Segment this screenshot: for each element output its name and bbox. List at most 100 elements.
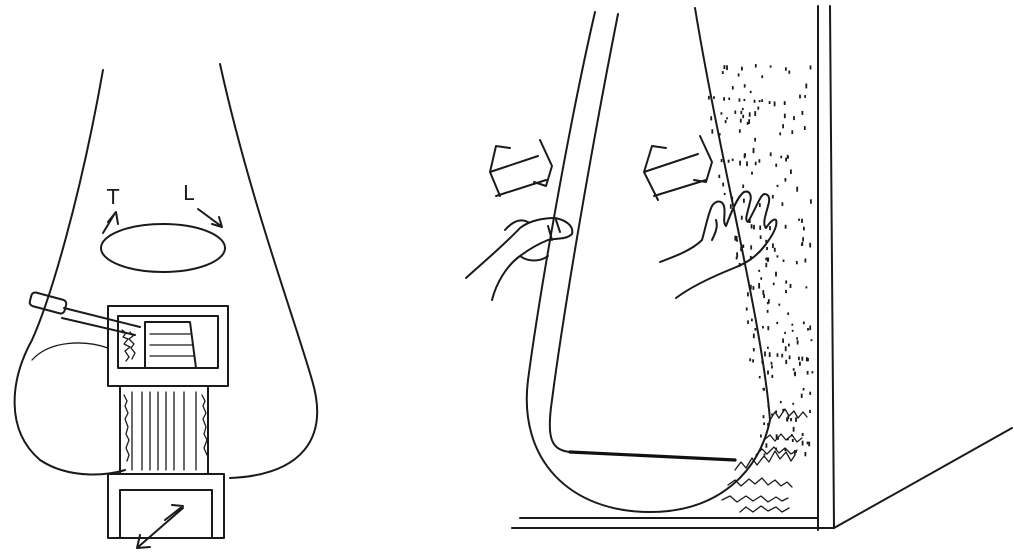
support-column bbox=[120, 386, 208, 474]
particle-dot bbox=[747, 122, 749, 125]
particle-dot bbox=[751, 319, 753, 322]
particle-dot bbox=[812, 371, 814, 373]
particle-dot bbox=[806, 357, 808, 361]
particle-dot bbox=[796, 261, 798, 264]
particle-dot bbox=[742, 108, 744, 110]
particle-dot bbox=[728, 98, 730, 100]
particle-dot bbox=[773, 283, 775, 286]
particle-dot bbox=[740, 111, 742, 114]
particle-dot bbox=[736, 252, 738, 254]
particle-dot bbox=[807, 328, 809, 331]
particle-dot bbox=[802, 433, 804, 436]
particle-dot bbox=[787, 312, 789, 315]
particle-dot bbox=[775, 272, 777, 277]
particle-dot bbox=[801, 357, 803, 361]
particle-dot bbox=[761, 361, 763, 364]
base-frame bbox=[108, 474, 224, 538]
particle-dot bbox=[774, 248, 776, 252]
particle-dot bbox=[793, 116, 795, 120]
rod-handle bbox=[29, 292, 67, 315]
particle-dot bbox=[739, 161, 741, 166]
particle-dot bbox=[785, 178, 787, 182]
particle-dot bbox=[736, 254, 738, 257]
particle-dot bbox=[764, 453, 766, 455]
particle-dot bbox=[741, 67, 743, 71]
particle-dot bbox=[792, 330, 794, 332]
particle-dot bbox=[761, 99, 763, 102]
particle-dot bbox=[732, 159, 734, 161]
particle-dot bbox=[792, 403, 794, 405]
flask-outline-right bbox=[220, 64, 317, 478]
particle-dot bbox=[728, 160, 730, 163]
upper-vessel-inner bbox=[118, 316, 218, 368]
particle-dot bbox=[726, 117, 728, 119]
particle-dot bbox=[805, 452, 807, 456]
particle-dot bbox=[753, 151, 755, 153]
wall-bottom bbox=[512, 518, 834, 528]
rotation-arrow-left bbox=[103, 212, 118, 233]
rotation-ellipse bbox=[101, 224, 225, 272]
particle-dot bbox=[753, 334, 755, 339]
particle-dot bbox=[762, 326, 764, 329]
particle-dot bbox=[793, 427, 795, 432]
label-t: T bbox=[106, 185, 120, 209]
particle-dot bbox=[763, 422, 765, 425]
particle-dot bbox=[755, 162, 757, 166]
particle-dot bbox=[744, 99, 746, 101]
particle-dot bbox=[780, 401, 782, 403]
particle-dot bbox=[809, 410, 811, 413]
particle-dot bbox=[782, 124, 784, 128]
particle-dot bbox=[740, 119, 742, 123]
particle-dot bbox=[803, 322, 805, 325]
particle-dot bbox=[744, 84, 746, 87]
particle-dot bbox=[776, 322, 778, 324]
particle-dot bbox=[767, 371, 769, 375]
particle-dot bbox=[780, 156, 782, 159]
particle-dot bbox=[721, 159, 723, 162]
particle-dot bbox=[749, 112, 751, 117]
particle-dot bbox=[809, 243, 811, 248]
particle-dot bbox=[724, 65, 726, 69]
particle-dot bbox=[782, 202, 784, 206]
particle-dot bbox=[770, 65, 772, 67]
particle-dot bbox=[769, 101, 771, 104]
particle-dot bbox=[797, 340, 799, 344]
bag-bottom-line bbox=[570, 452, 735, 460]
particle-dot bbox=[784, 332, 786, 334]
particle-dot bbox=[801, 219, 803, 223]
particle-dot bbox=[801, 394, 803, 398]
particle-dot bbox=[803, 227, 805, 231]
particle-dot bbox=[785, 158, 787, 162]
particle-dot bbox=[804, 126, 806, 130]
particle-dot bbox=[810, 199, 812, 203]
particle-dot bbox=[795, 417, 797, 422]
particle-dot bbox=[755, 328, 757, 331]
particle-dot bbox=[810, 66, 812, 70]
particle-dot bbox=[763, 294, 765, 298]
stirring-rod bbox=[62, 308, 140, 335]
particle-dot bbox=[769, 226, 771, 230]
particle-dot bbox=[771, 365, 773, 368]
particle-dot bbox=[771, 362, 773, 365]
particle-dot bbox=[775, 164, 777, 167]
particle-dot bbox=[792, 439, 794, 442]
particle-dot bbox=[708, 96, 710, 100]
particle-dot bbox=[798, 357, 800, 361]
particle-dot bbox=[806, 286, 808, 288]
particle-dot bbox=[767, 302, 769, 304]
particle-dot bbox=[790, 169, 792, 174]
particle-dot bbox=[760, 435, 762, 438]
particle-dot bbox=[804, 95, 806, 98]
particle-dot bbox=[763, 388, 765, 391]
bag-inner bbox=[550, 14, 618, 452]
particle-dot bbox=[785, 225, 787, 229]
particle-dot bbox=[811, 339, 813, 341]
particle-dot bbox=[742, 115, 744, 119]
particle-dot bbox=[722, 71, 724, 74]
wall-side bbox=[834, 428, 1012, 528]
particle-dot bbox=[785, 290, 787, 293]
particle-dot bbox=[767, 310, 769, 313]
particle-dot bbox=[802, 111, 804, 115]
